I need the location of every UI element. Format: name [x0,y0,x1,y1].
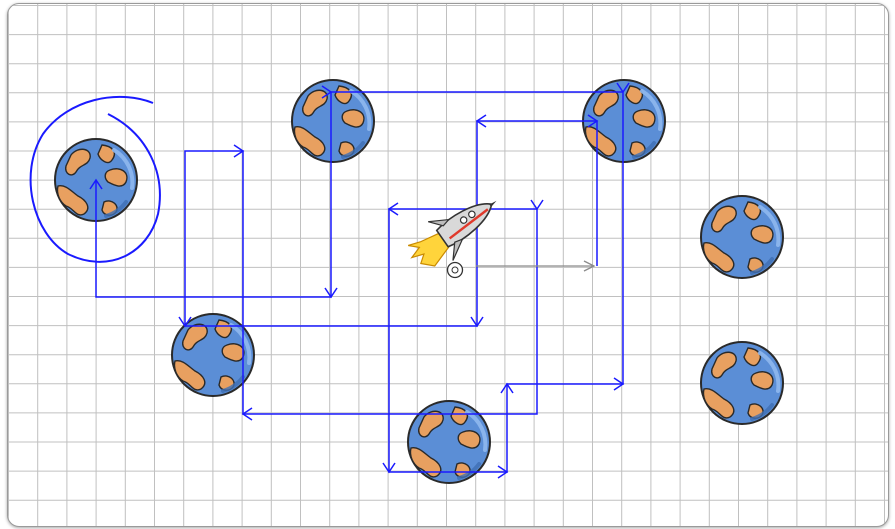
game-board[interactable] [7,3,889,527]
board-canvas[interactable] [8,4,888,526]
planet-6-earth-globe-icon [701,342,783,424]
planet-4-earth-globe-icon [701,196,783,278]
rocket-exhaust-ring-icon [448,263,463,278]
path-arrowhead-9 [531,200,543,209]
planets-layer [55,80,783,483]
